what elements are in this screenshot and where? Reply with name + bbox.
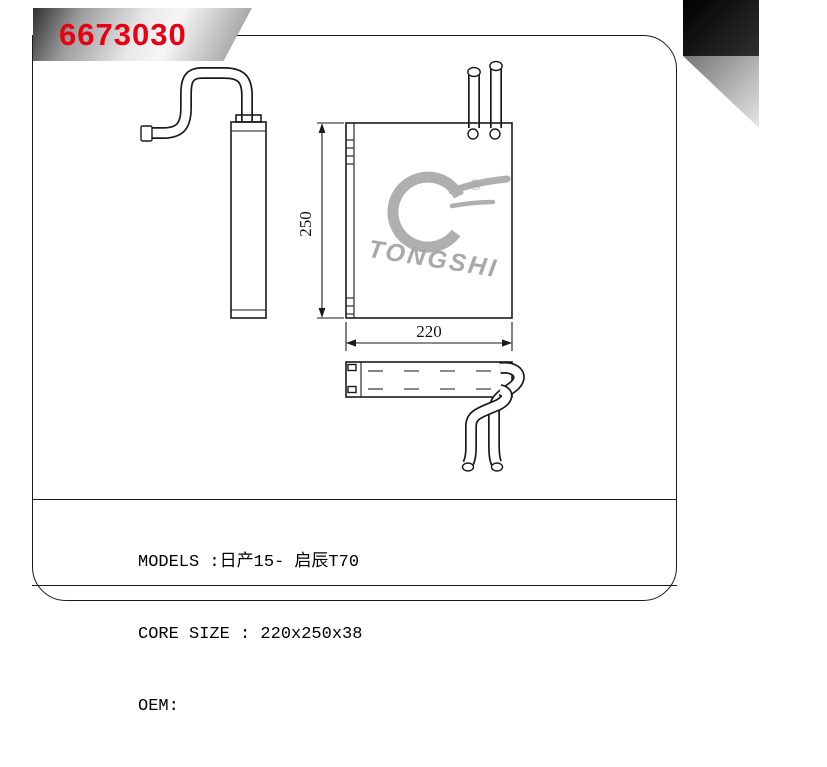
mount-tab-top (347, 363, 357, 372)
side-inlet-pipe (152, 68, 252, 138)
spec-models: MODELS :日产15- 启辰T70 (138, 553, 360, 572)
dim-width-label: 220 (416, 322, 442, 341)
page-corner-marker (683, 0, 759, 56)
front-core-outline (345, 122, 513, 319)
catalog-page: ® TONGSHI 250 220 (32, 0, 759, 716)
part-number-banner: 6673030 (33, 8, 252, 61)
bottom-pipe-a-cap (490, 462, 504, 472)
arrowhead-right (502, 339, 512, 347)
tongshi-swoosh-tail-icon (448, 175, 511, 195)
bottom-pipe-b (464, 385, 511, 466)
mount-tab-bottom (347, 385, 357, 394)
side-inlet-pipe-outline (152, 67, 253, 139)
arrowhead-down (318, 308, 326, 318)
dim-height-label: 250 (296, 211, 315, 237)
arrowhead-up (318, 123, 326, 133)
registered-mark: ® (470, 177, 481, 194)
dimension-height: 250 (296, 122, 344, 319)
separator-line-upper (32, 499, 677, 500)
dimension-width: 220 (345, 322, 513, 351)
side-view (140, 67, 267, 319)
arrowhead-left (346, 339, 356, 347)
front-view (345, 60, 513, 319)
pipe-flange-hole-right (489, 128, 501, 140)
pipe-flange-hole-left (467, 128, 479, 140)
tongshi-swoosh-tail2-icon (449, 199, 496, 209)
tongshi-swoosh-icon (387, 171, 464, 253)
spec-block: MODELS :日产15- 启辰T70 CORE SIZE : 220x250x… (138, 503, 362, 767)
technical-drawing: ® TONGSHI 250 220 (140, 60, 525, 472)
watermark-logo: ® TONGSHI (366, 171, 511, 283)
pipe-end-fitting (140, 125, 153, 142)
spec-oem: OEM: (138, 697, 179, 716)
spec-core-size: CORE SIZE : 220x250x38 (138, 625, 363, 644)
side-core-body (230, 121, 267, 319)
front-pipe-right-cap (489, 60, 503, 72)
bottom-view (345, 361, 525, 472)
bottom-pipe-b-cap (461, 462, 475, 472)
part-number: 6673030 (59, 16, 187, 52)
separator-line-lower (32, 585, 677, 586)
drawing-frame (32, 35, 677, 601)
bottom-pipe-a (489, 363, 524, 467)
bottom-core-outline (345, 361, 513, 398)
front-pipe-left-cap (467, 66, 481, 78)
